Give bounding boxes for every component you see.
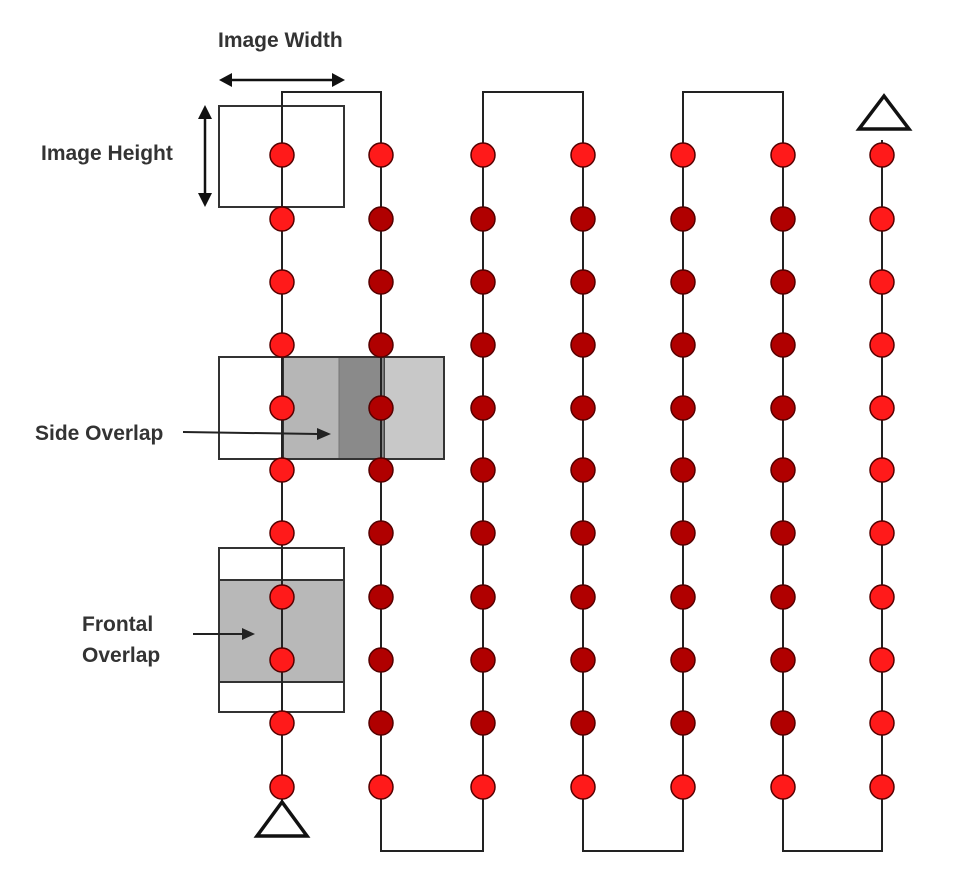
- waypoint: [670, 206, 696, 232]
- waypoint: [770, 774, 796, 800]
- waypoint: [368, 520, 394, 546]
- waypoint: [869, 142, 895, 168]
- waypoint: [869, 457, 895, 483]
- waypoint: [670, 395, 696, 421]
- waypoint: [869, 332, 895, 358]
- waypoint: [470, 206, 496, 232]
- end-triangle-icon: [855, 93, 913, 131]
- waypoint: [368, 457, 394, 483]
- waypoint: [570, 457, 596, 483]
- waypoint: [869, 269, 895, 295]
- waypoint: [269, 395, 295, 421]
- waypoint: [770, 710, 796, 736]
- waypoint: [470, 710, 496, 736]
- waypoint: [869, 710, 895, 736]
- waypoints: [269, 142, 895, 800]
- waypoint: [670, 647, 696, 673]
- image-height-arrow: [198, 105, 212, 207]
- waypoint: [368, 584, 394, 610]
- image-width-label: Image Width: [218, 29, 343, 52]
- waypoint: [670, 710, 696, 736]
- waypoint: [470, 395, 496, 421]
- waypoint: [770, 457, 796, 483]
- image-height-label: Image Height: [41, 142, 173, 165]
- waypoint: [869, 520, 895, 546]
- waypoint: [869, 395, 895, 421]
- frontal-overlap-pointer-arrow: [193, 628, 255, 640]
- frontal-overlap-label-line2: Overlap: [82, 644, 160, 667]
- waypoint: [570, 395, 596, 421]
- waypoint: [570, 710, 596, 736]
- waypoint: [470, 142, 496, 168]
- image-width-arrow: [219, 73, 345, 87]
- waypoint: [368, 269, 394, 295]
- waypoint: [869, 206, 895, 232]
- waypoint: [670, 457, 696, 483]
- waypoint: [368, 647, 394, 673]
- waypoint: [770, 584, 796, 610]
- waypoint: [670, 142, 696, 168]
- waypoint: [770, 206, 796, 232]
- waypoint: [470, 457, 496, 483]
- waypoint: [368, 774, 394, 800]
- waypoint: [670, 520, 696, 546]
- waypoint: [470, 584, 496, 610]
- waypoint: [570, 142, 596, 168]
- waypoint: [368, 332, 394, 358]
- waypoint: [670, 332, 696, 358]
- waypoint: [368, 206, 394, 232]
- waypoint: [869, 584, 895, 610]
- waypoint: [269, 457, 295, 483]
- waypoint: [770, 647, 796, 673]
- waypoint: [869, 647, 895, 673]
- frontal-overlap-label-line1: Frontal: [82, 613, 153, 636]
- waypoint: [570, 206, 596, 232]
- waypoint: [269, 142, 295, 168]
- start-triangle-icon: [253, 799, 311, 838]
- side-overlap-label: Side Overlap: [35, 422, 163, 445]
- waypoint: [869, 774, 895, 800]
- waypoint: [570, 332, 596, 358]
- side-overlap-footprints: [218, 356, 445, 460]
- waypoint: [368, 395, 394, 421]
- waypoint: [470, 332, 496, 358]
- waypoint: [570, 647, 596, 673]
- waypoint: [570, 269, 596, 295]
- waypoint: [770, 332, 796, 358]
- waypoint: [470, 520, 496, 546]
- waypoint: [269, 647, 295, 673]
- waypoint: [470, 774, 496, 800]
- waypoint: [670, 774, 696, 800]
- waypoint: [770, 395, 796, 421]
- waypoint: [470, 647, 496, 673]
- waypoint: [470, 269, 496, 295]
- waypoint: [670, 269, 696, 295]
- waypoint: [770, 269, 796, 295]
- waypoint: [570, 520, 596, 546]
- waypoint: [770, 520, 796, 546]
- waypoint: [368, 142, 394, 168]
- waypoint: [269, 774, 295, 800]
- waypoint: [269, 332, 295, 358]
- waypoint: [269, 206, 295, 232]
- waypoint: [269, 710, 295, 736]
- waypoint: [269, 269, 295, 295]
- waypoint: [368, 710, 394, 736]
- waypoint: [570, 774, 596, 800]
- waypoint: [770, 142, 796, 168]
- waypoint: [670, 584, 696, 610]
- side-overlap-pointer-arrow: [182, 428, 331, 440]
- waypoint: [269, 584, 295, 610]
- waypoint: [570, 584, 596, 610]
- waypoint: [269, 520, 295, 546]
